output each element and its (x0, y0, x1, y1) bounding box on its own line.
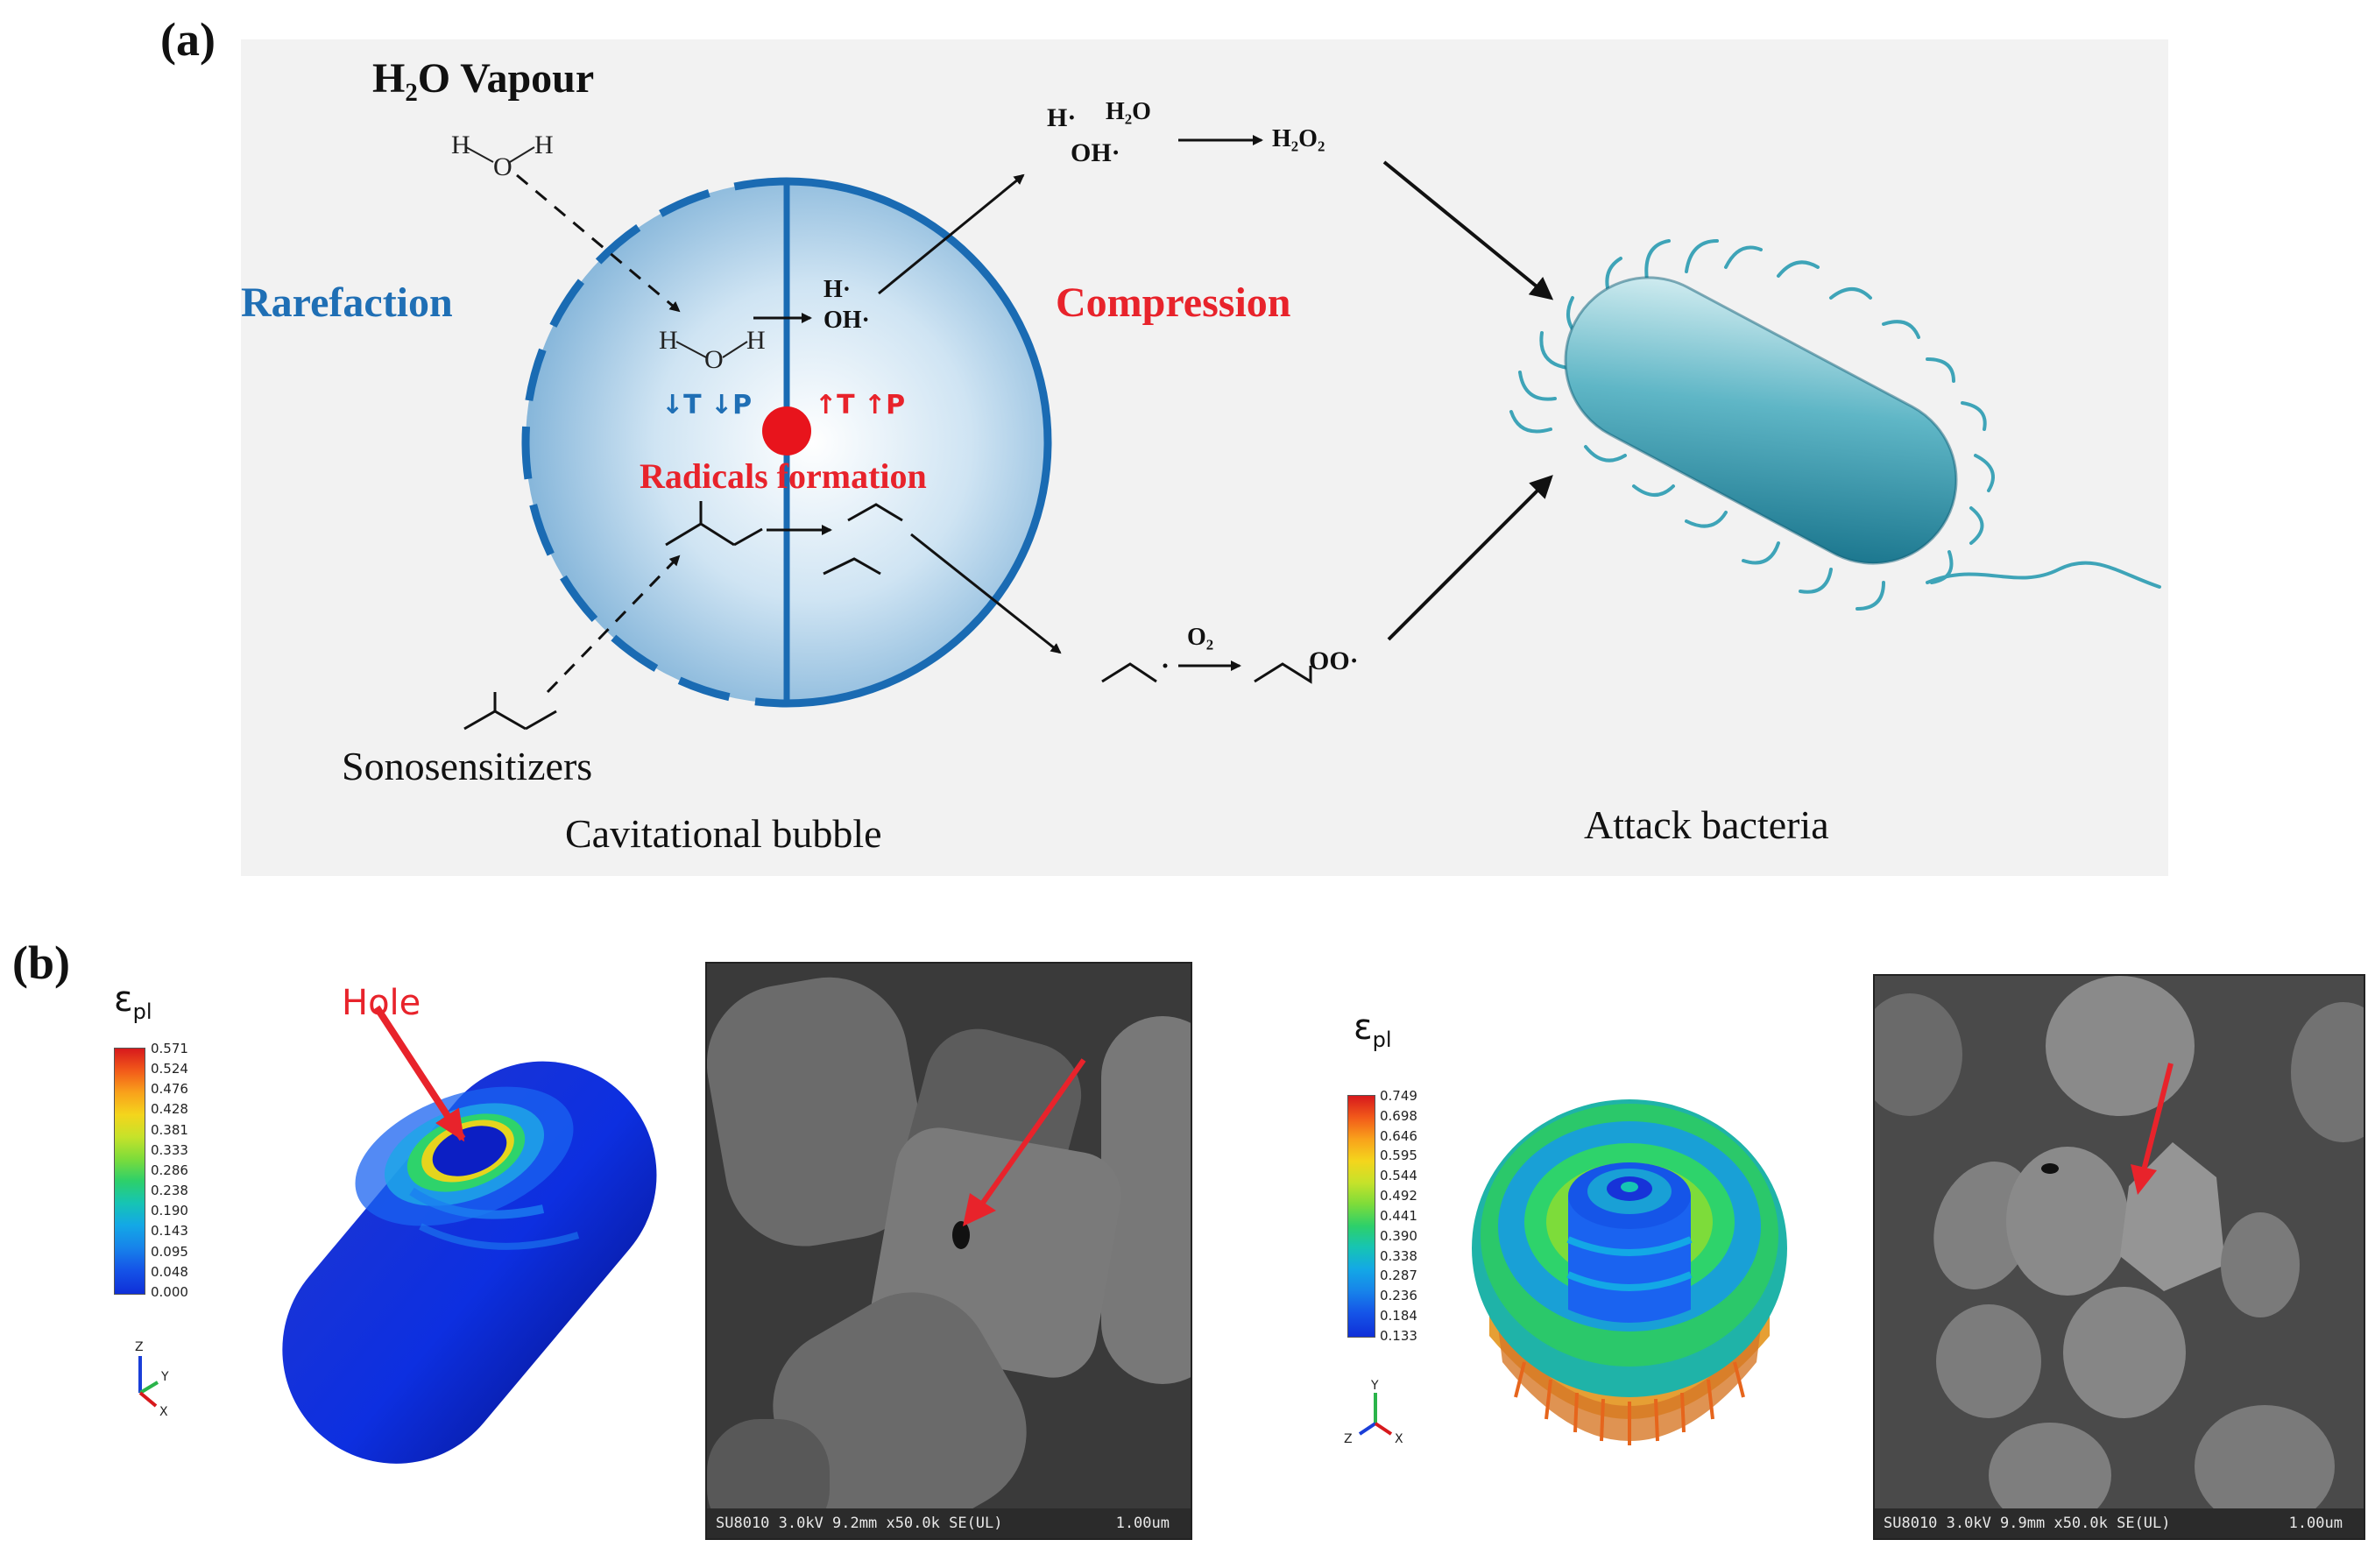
epsilon-symbol-left: ε (114, 979, 133, 1020)
cb-right-0: 0.749 (1380, 1088, 1417, 1104)
cb-right-12: 0.133 (1380, 1327, 1417, 1344)
cb-right-5: 0.492 (1380, 1188, 1417, 1204)
cb-left-11: 0.048 (151, 1263, 188, 1280)
triad-right-y: Y (1370, 1380, 1379, 1393)
cb-right-1: 0.698 (1380, 1107, 1417, 1124)
cb-right-2: 0.646 (1380, 1127, 1417, 1144)
cb-left-4: 0.381 (151, 1121, 188, 1138)
colorbar-left (114, 1048, 145, 1295)
epsilon-subscript-right: pl (1372, 1028, 1392, 1052)
sem-left-content (707, 964, 1191, 1508)
cb-left-10: 0.095 (151, 1243, 188, 1260)
peroxyl-radical (1254, 662, 1312, 684)
compression-label: Compression (1056, 279, 1291, 326)
epsilon-label-left: εpl (114, 979, 152, 1024)
colorbar-right-labels: 0.749 0.698 0.646 0.595 0.544 0.492 0.44… (1380, 1088, 1417, 1344)
cb-right-4: 0.544 (1380, 1168, 1417, 1184)
water-molecule-inside (675, 341, 748, 358)
epsilon-symbol-right: ε (1354, 1007, 1373, 1048)
sem-right-scale: 1.00um (2288, 1515, 2343, 1532)
cb-left-7: 0.238 (151, 1183, 188, 1199)
sonosensitizers-label: Sonosensitizers (342, 744, 593, 788)
bacterium (1509, 239, 2161, 611)
cb-left-6: 0.286 (151, 1162, 188, 1178)
cb-right-8: 0.338 (1380, 1247, 1417, 1264)
sem-left-footer: SU8010 3.0kV 9.2mm x50.0k SE(UL) (707, 1508, 1191, 1538)
oh-radical-top: OH· (1071, 138, 1120, 167)
attack-bacteria-label: Attack bacteria (1584, 802, 1829, 847)
arrow-radicals-down (910, 533, 1062, 654)
hot-spot (762, 406, 811, 456)
colorbar-left-labels: 0.571 0.524 0.476 0.428 0.381 0.333 0.28… (151, 1041, 188, 1300)
panel-a-diagram: H O H H O H (451, 131, 2161, 731)
cb-right-6: 0.441 (1380, 1207, 1417, 1224)
triad-left-x: X (159, 1405, 168, 1419)
sonosensitizer-molecule-inside (665, 501, 763, 547)
h-radical-top: H· (1047, 103, 1077, 132)
sem-left-scale: 1.00um (1115, 1515, 1170, 1532)
sem-right-content (1875, 976, 2364, 1508)
cavitational-bubble (521, 177, 1052, 708)
cb-right-9: 0.287 (1380, 1268, 1417, 1284)
triad-left-y: Y (160, 1370, 169, 1384)
panel-a-label: (a) (160, 13, 216, 66)
epsilon-subscript-left: pl (132, 999, 152, 1024)
arrow-radicals-up (878, 173, 1025, 295)
axis-triad-right: Y Z X (1344, 1380, 1403, 1446)
dashed-arrow-vapour (516, 173, 681, 313)
h-radical-inside: H· (823, 276, 852, 303)
oxygen-label: O₂ (1187, 624, 1214, 651)
cb-left-8: 0.190 (151, 1203, 188, 1219)
rarefaction-label: Rarefaction (241, 279, 453, 326)
colorbar-right (1347, 1095, 1375, 1338)
triad-right-z: Z (1344, 1432, 1353, 1446)
cavitational-bubble-label: Cavitational bubble (565, 811, 882, 856)
atom-o-top: O (493, 152, 512, 181)
cb-left-12: 0.000 (151, 1283, 188, 1300)
fea-model-coccus (1472, 1099, 1787, 1445)
h2o-vapour-label: H₂O Vapour (372, 55, 595, 102)
sem-right-footer: SU8010 3.0kV 9.9mm x50.0k SE(UL) (1875, 1508, 2364, 1538)
atom-h-inside-right: H (746, 326, 766, 355)
atom-h-top-right: H (534, 131, 554, 159)
cb-right-3: 0.595 (1380, 1148, 1417, 1164)
cb-left-5: 0.333 (151, 1141, 188, 1158)
atom-o-inside: O (704, 345, 724, 374)
low-temperature-pressure: ↓T ↓P (661, 390, 753, 420)
peroxyl-radical-label: OO· (1309, 646, 1359, 675)
cb-right-7: 0.390 (1380, 1227, 1417, 1244)
oh-radical-inside: OH· (823, 307, 870, 334)
sem-image-right: SU8010 3.0kV 9.9mm x50.0k SE(UL) 1.00um (1873, 974, 2365, 1540)
hole-label: Hole (342, 983, 421, 1023)
axis-triad-left: Z Y X (135, 1340, 169, 1419)
arrow-peroxyl-bacteria (1387, 475, 1553, 641)
cb-left-2: 0.476 (151, 1081, 188, 1098)
cb-left-3: 0.428 (151, 1101, 188, 1118)
cb-right-11: 0.184 (1380, 1308, 1417, 1324)
arrow-h2o2-bacteria (1382, 160, 1554, 300)
radical-fragment-1 (847, 503, 903, 522)
cb-left-9: 0.143 (151, 1223, 188, 1240)
panel-b-label: (b) (12, 936, 70, 989)
hydrogen-peroxide: H₂O₂ (1272, 125, 1325, 152)
epsilon-label-right: εpl (1354, 1007, 1392, 1052)
cb-right-10: 0.236 (1380, 1288, 1417, 1304)
triad-right-x: X (1395, 1432, 1403, 1446)
water-molecule-top (465, 146, 535, 163)
cb-left-0: 0.571 (151, 1041, 188, 1056)
triad-left-z: Z (135, 1340, 144, 1354)
radicals-formation-label: Radicals formation (640, 456, 927, 496)
sonosensitizer-molecule-outside (463, 692, 557, 731)
alkyl-radical-below (1101, 662, 1157, 683)
fea-model-rod-bacterium (282, 1005, 657, 1464)
dashed-arrow-sonosensitizer (546, 554, 681, 694)
atom-h-top-left: H (451, 131, 470, 159)
high-temperature-pressure: ↑T ↑P (815, 390, 906, 420)
atom-h-inside-left: H (659, 326, 678, 355)
radical-fragment-2 (823, 557, 881, 576)
water-product: H₂O (1106, 98, 1151, 125)
sem-image-left: SU8010 3.0kV 9.2mm x50.0k SE(UL) 1.00um (705, 962, 1192, 1540)
cb-left-1: 0.524 (151, 1061, 188, 1077)
